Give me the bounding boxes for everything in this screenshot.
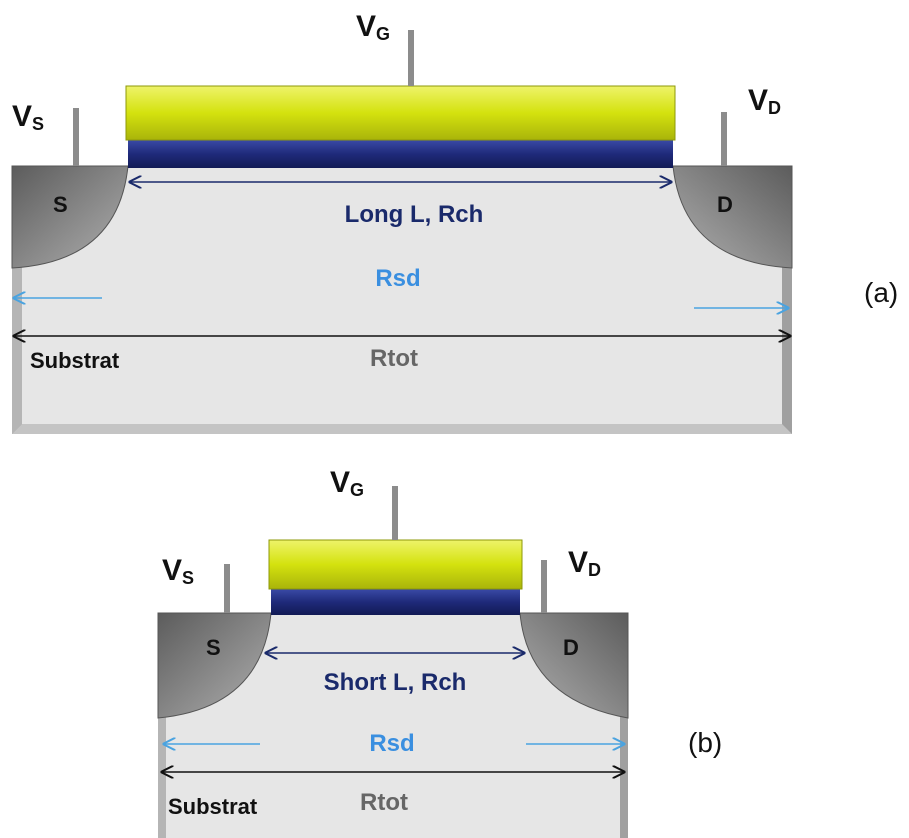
gate-oxide-a xyxy=(128,140,673,168)
source-lead-b xyxy=(224,564,230,613)
caption-a: (a) xyxy=(864,277,898,308)
drain-terminal-label-b: VD xyxy=(568,546,601,580)
drain-label-a: D xyxy=(717,192,733,217)
source-well-a xyxy=(11,165,129,269)
source-label-a: S xyxy=(53,192,68,217)
diagram-b: VG VS VD S D Short L, Rch Rsd Substrat R… xyxy=(157,466,722,838)
drain-label-b: D xyxy=(563,635,579,660)
rtot-label-b: Rtot xyxy=(360,789,408,816)
rtot-label-a: Rtot xyxy=(370,345,418,372)
caption-b: (b) xyxy=(688,727,722,758)
channel-label-a: Long L, Rch xyxy=(345,201,484,228)
diagram-a: VG VS VD S D Long L, Rch Rsd Substrat Rt… xyxy=(11,10,898,434)
substrate-label-a: Substrat xyxy=(30,348,120,373)
drain-well-a xyxy=(672,165,793,269)
drain-well-b xyxy=(519,612,629,719)
channel-label-b: Short L, Rch xyxy=(324,669,467,696)
gate-a xyxy=(125,85,676,141)
substrate-label-b: Substrat xyxy=(168,794,258,819)
drain-terminal-label-a: VD xyxy=(748,84,781,118)
source-label-b: S xyxy=(206,635,221,660)
source-well-b xyxy=(157,612,272,719)
gate-lead-a xyxy=(408,30,414,86)
source-terminal-label-a: VS xyxy=(12,100,44,134)
gate-b xyxy=(268,539,523,590)
gate-lead-b xyxy=(392,486,398,540)
drain-lead-a xyxy=(721,112,727,166)
gate-terminal-label-b: VG xyxy=(330,466,364,500)
drain-lead-b xyxy=(541,560,547,613)
source-lead-a xyxy=(73,108,79,166)
rsd-label-a: Rsd xyxy=(375,265,420,292)
rsd-label-b: Rsd xyxy=(369,730,414,757)
gate-terminal-label-a: VG xyxy=(356,10,390,44)
source-terminal-label-b: VS xyxy=(162,554,194,588)
gate-oxide-b xyxy=(271,589,520,615)
